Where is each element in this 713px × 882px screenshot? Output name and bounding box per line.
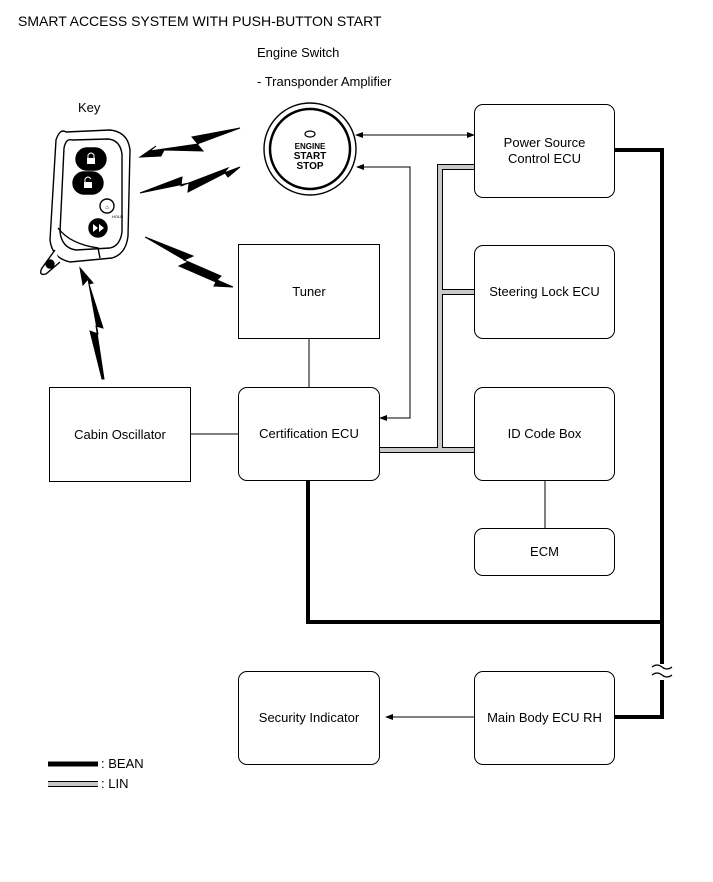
engine-switch-button[interactable]: ENGINE START STOP: [263, 102, 357, 196]
power-source-control-ecu-box: Power Source Control ECU: [474, 104, 615, 198]
bolt-oscillator-to-key: [79, 266, 105, 380]
key-hold-text: HOLD: [112, 214, 123, 219]
stop-text: STOP: [296, 161, 323, 172]
thin-wires: [191, 132, 546, 720]
security-indicator-label: Security Indicator: [258, 710, 360, 725]
tuner-label: Tuner: [292, 283, 326, 299]
engine-switch-label: Engine Switch: [257, 45, 340, 60]
main-body-ecu-rh-box: Main Body ECU RH: [474, 671, 615, 765]
bean-bus: [306, 148, 664, 719]
legend-bean-label: : BEAN: [101, 756, 144, 771]
bolt-switch-to-key: [138, 127, 241, 158]
engine-text: ENGINE: [295, 142, 326, 151]
ecm-box: ECM: [474, 528, 615, 576]
key-button-glyphs: [84, 152, 104, 232]
steering-lock-ecu-box: Steering Lock ECU: [474, 245, 615, 339]
cabin-oscillator-label: Cabin Oscillator: [74, 426, 166, 442]
key-fob-icon: [39, 129, 131, 276]
id-code-box: ID Code Box: [474, 387, 615, 481]
power-source-control-ecu-label: Power Source Control ECU: [503, 135, 586, 166]
tuner-box: Tuner: [238, 244, 380, 339]
bolt-key-to-tuner: [144, 236, 234, 288]
lin-bus: [380, 164, 474, 453]
key-label: Key: [78, 100, 101, 115]
id-code-box-label: ID Code Box: [507, 426, 582, 441]
key-trunk-glyph: ⌂: [105, 205, 109, 211]
steering-lock-ecu-label: Steering Lock ECU: [489, 284, 600, 299]
ecm-label: ECM: [530, 544, 559, 559]
bolt-key-to-switch: [139, 166, 241, 194]
cabin-oscillator-box: Cabin Oscillator: [49, 387, 191, 482]
certification-ecu-box: Certification ECU: [238, 387, 380, 481]
diagram-title: SMART ACCESS SYSTEM WITH PUSH-BUTTON STA…: [18, 13, 382, 29]
main-body-ecu-rh-label: Main Body ECU RH: [487, 710, 602, 725]
start-text: START: [294, 151, 327, 162]
wireless-bolts: [79, 127, 241, 380]
transponder-amplifier-label: - Transponder Amplifier: [257, 74, 392, 89]
security-indicator-box: Security Indicator: [238, 671, 380, 765]
bean-break-symbol: [651, 664, 673, 678]
legend-lin-label: : LIN: [101, 776, 129, 791]
certification-ecu-label: Certification ECU: [259, 426, 359, 441]
